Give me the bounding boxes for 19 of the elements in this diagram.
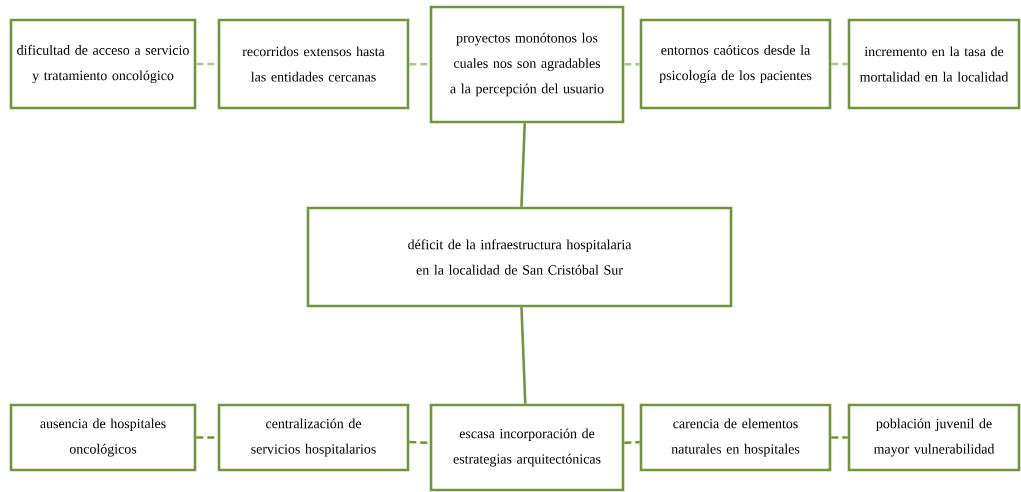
connector-line (520, 307, 527, 404)
text-box: centralización de servicios hospitalarios (217, 403, 410, 472)
text-box: escasa incorporación de estrategias arquitectónicas (429, 403, 625, 492)
text-box: ausencia de hospitales oncológicos (9, 403, 197, 472)
text-box: carencia de elementos naturales en hospitales (639, 403, 832, 472)
text-box: entornos caóticos desde la psicología de los pacientes (639, 18, 832, 110)
text-box: déficit de la infraestructura hospitalaria en la localidad de San Cristóbal Sur (306, 206, 733, 308)
dashed-connector (831, 62, 848, 66)
text-box: proyectos monótonos los cuales nos son agradables a la percepción del usuario (429, 5, 625, 124)
text-box: incremento en la tasa de mortalidad en la localidad (847, 18, 1021, 110)
dashed-connector (409, 440, 430, 445)
dashed-connector (624, 440, 640, 445)
dashed-connector (831, 436, 848, 439)
text-box: población juvenil de mayor vulnerabilidad (847, 403, 1021, 472)
text-box: dificultad de acceso a servicio y tratamiento oncológico (9, 18, 197, 110)
dashed-connector (624, 62, 640, 66)
connector-line (520, 123, 526, 207)
text-box: recorridos extensos hasta las entidades cercanas (217, 18, 410, 110)
dashed-connector (409, 62, 430, 66)
